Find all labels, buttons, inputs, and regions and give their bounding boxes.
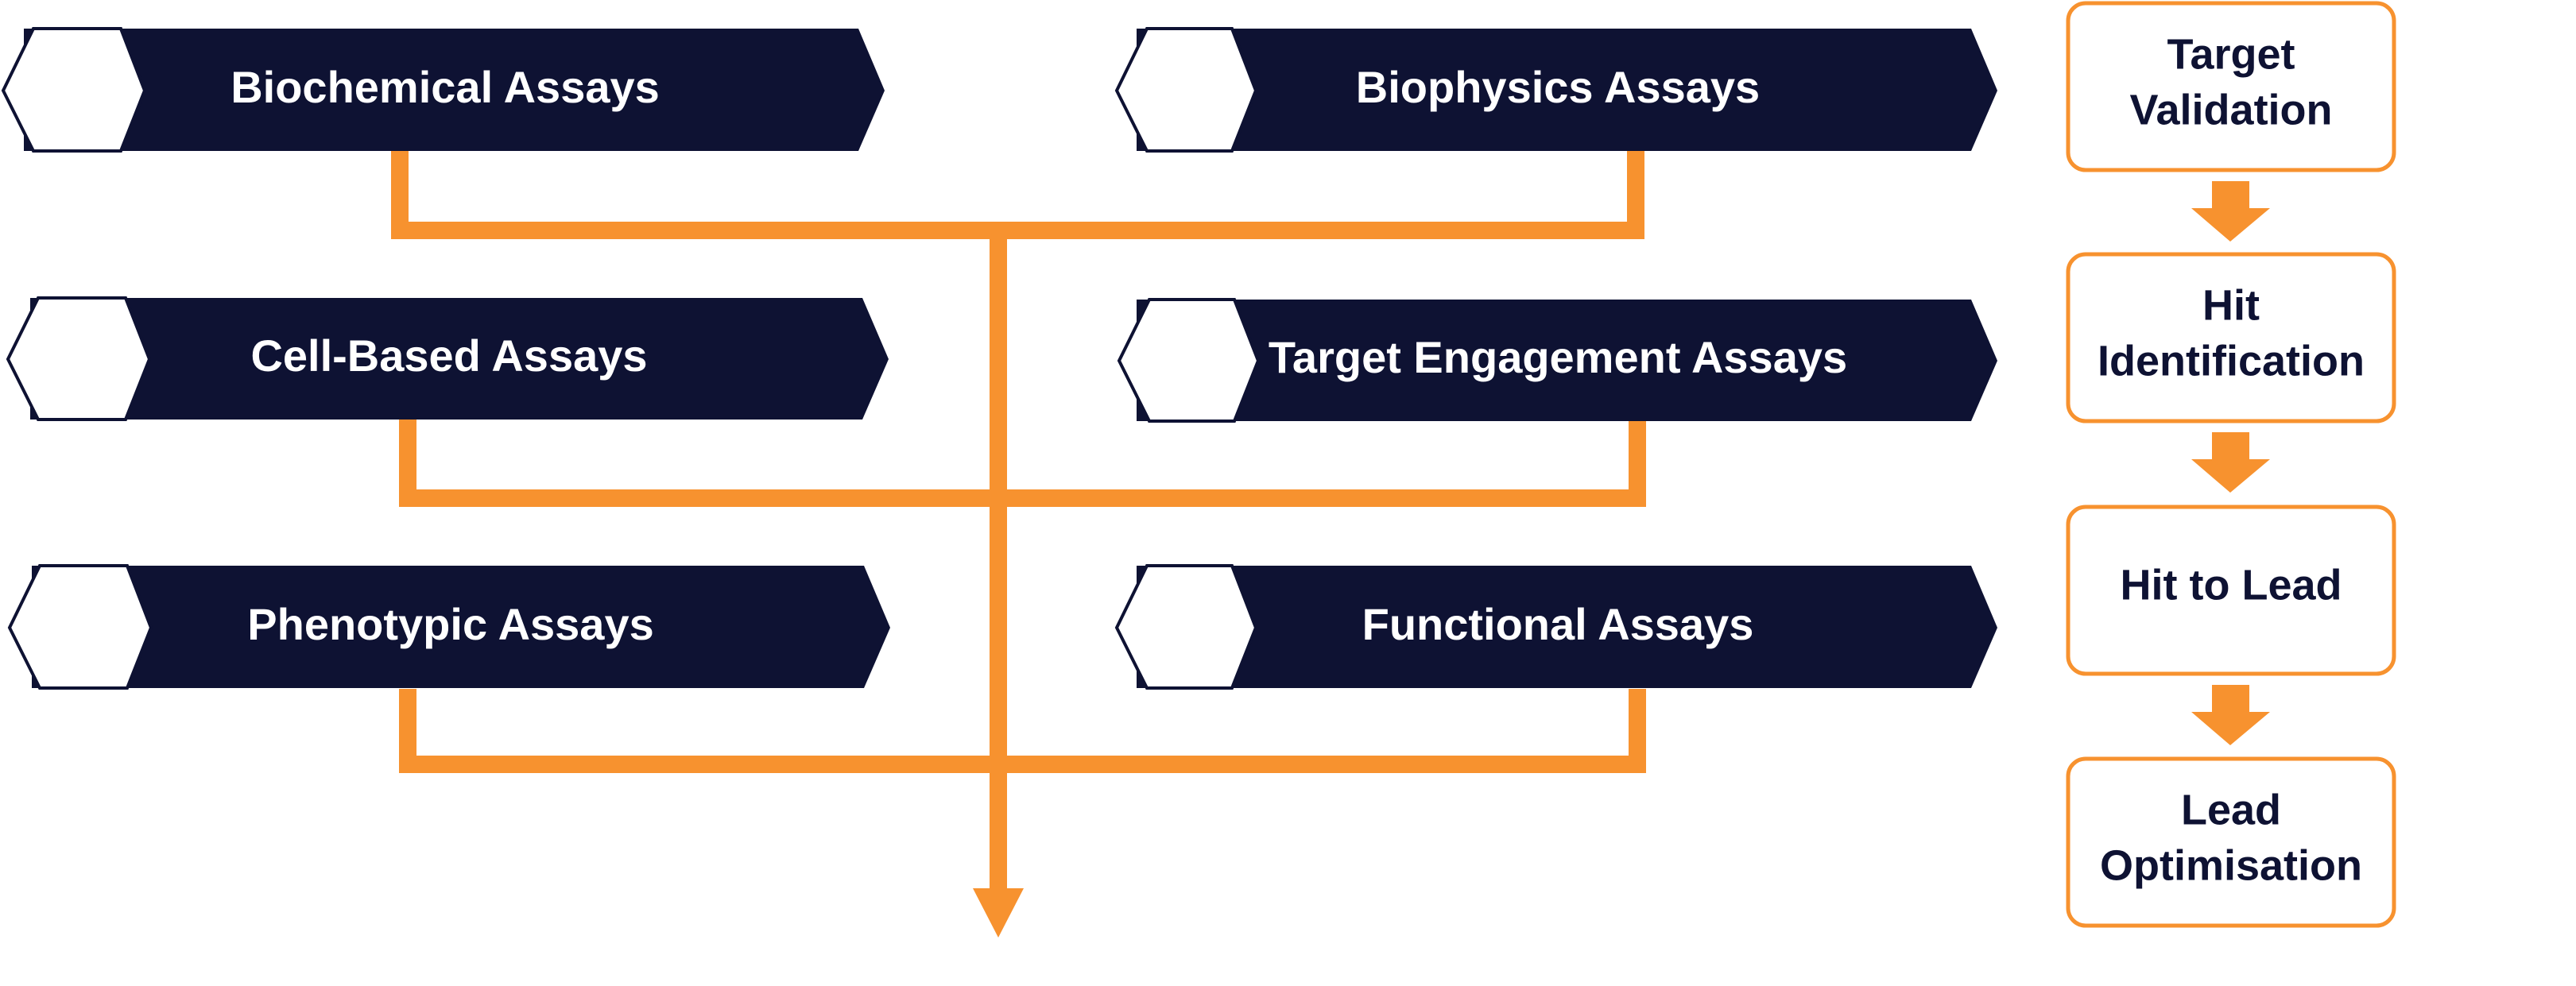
assay-label: Target Engagement Assays bbox=[1269, 332, 1847, 382]
trunk-arrowhead-icon bbox=[973, 888, 1024, 938]
down-arrow-icon bbox=[2191, 432, 2270, 493]
stage-box-hit-identification: Hit Identification bbox=[2066, 252, 2396, 423]
stage-label-line-2: Validation bbox=[2129, 86, 2332, 133]
assay-label: Functional Assays bbox=[1362, 599, 1754, 649]
stage-label-line-1: Target bbox=[2167, 30, 2295, 78]
hexagon-icon bbox=[1117, 298, 1261, 423]
banner-body bbox=[1137, 566, 1997, 688]
hexagon-icon bbox=[1114, 564, 1258, 690]
stage-box bbox=[2066, 756, 2396, 928]
assay-banner-phenotypic: Phenotypic Assays bbox=[7, 564, 890, 690]
stage-box-hit-to-lead: Hit to Lead bbox=[2066, 505, 2396, 676]
assay-banner-functional: Functional Assays bbox=[1114, 564, 1997, 690]
assay-banner-biochemical: Biochemical Assays bbox=[1, 27, 885, 153]
stage-box bbox=[2066, 252, 2396, 423]
hexagon-icon bbox=[7, 564, 153, 690]
assay-label: Biochemical Assays bbox=[230, 62, 660, 112]
stage-label-line-1: Hit to Lead bbox=[2121, 561, 2342, 609]
stage-label-line-2: Optimisation bbox=[2100, 841, 2362, 889]
assay-banner-cell-based: Cell-Based Assays bbox=[6, 296, 889, 421]
connector-row-1 bbox=[391, 151, 1644, 239]
assay-label: Biophysics Assays bbox=[1356, 62, 1760, 112]
banner-body bbox=[24, 29, 885, 151]
assay-banner-target-engagement: Target Engagement Assays bbox=[1117, 298, 1997, 423]
hexagon-icon bbox=[1114, 27, 1258, 153]
down-arrow-icon bbox=[2191, 685, 2270, 745]
stage-flow: Target Validation Hit Identification Hit… bbox=[2066, 1, 2396, 928]
banner-body bbox=[30, 298, 889, 420]
stage-box bbox=[2066, 505, 2396, 676]
assay-label: Cell-Based Assays bbox=[250, 331, 647, 381]
stage-box-target-validation: Target Validation bbox=[2066, 1, 2396, 172]
banner-body bbox=[32, 566, 890, 688]
stage-box-lead-optimisation: Lead Optimisation bbox=[2066, 756, 2396, 928]
banner-body bbox=[1137, 29, 1997, 151]
stage-label-line-1: Hit bbox=[2202, 281, 2260, 329]
banner-body bbox=[1137, 300, 1997, 421]
connector-row-3 bbox=[399, 689, 1646, 773]
stage-label-line-1: Lead bbox=[2181, 786, 2281, 833]
assay-banner-biophysics: Biophysics Assays bbox=[1114, 27, 1997, 153]
hexagon-icon bbox=[6, 296, 152, 421]
connector-row-2 bbox=[399, 420, 1646, 507]
stage-box bbox=[2066, 1, 2396, 172]
hexagon-icon bbox=[1, 27, 147, 153]
assay-label: Phenotypic Assays bbox=[247, 599, 653, 649]
down-arrow-icon bbox=[2191, 181, 2270, 242]
stage-label-line-2: Identification bbox=[2098, 337, 2365, 385]
connector-lines bbox=[391, 151, 1646, 894]
